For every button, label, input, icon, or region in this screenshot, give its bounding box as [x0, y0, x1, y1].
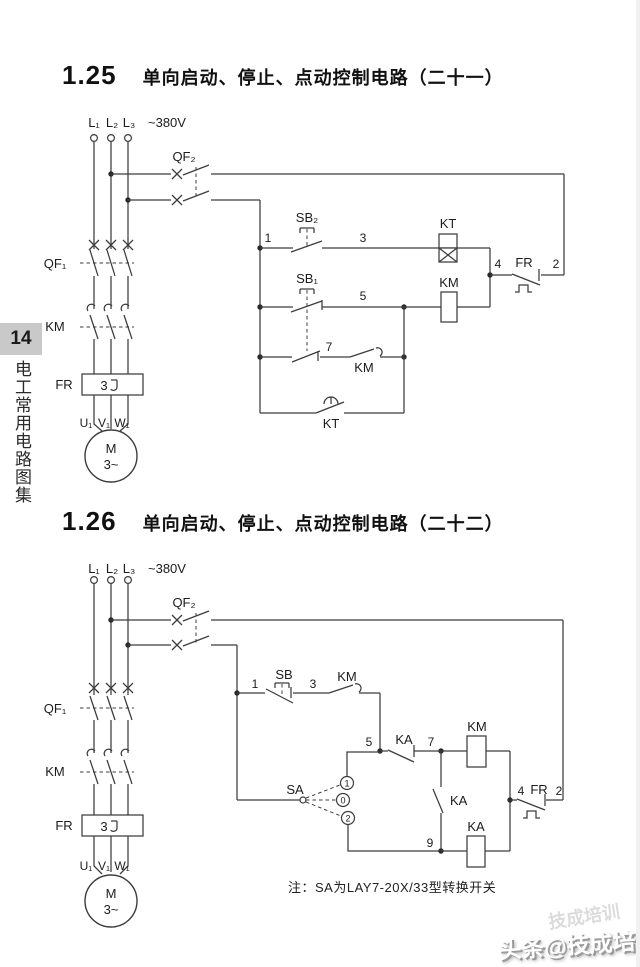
- label-qf1: QF₁: [44, 701, 67, 716]
- circuit-1-25-diagram: L₁ L₂ L₃ ~380V QF₂ QF₁ KM FR 3 U₁ V₁ W₁ …: [44, 115, 565, 483]
- label-fr-poles: 3: [100, 819, 107, 834]
- circuit-1-26-labels: L₁ L₂ L₃ ~380V QF₂ QF₁ KM FR 3 U₁ V₁ W₁ …: [44, 561, 563, 917]
- label-u1: U₁: [80, 416, 93, 430]
- footnote: 注：SA为LAY7-20X/33型转换开关: [288, 880, 497, 895]
- section-1-25-heading: 1.25 单向启动、停止、点动控制电路（二十一）: [62, 60, 504, 91]
- label-fr: FR: [55, 818, 72, 833]
- label-fr-contact: FR: [530, 782, 547, 797]
- sa-position-0: 0: [340, 796, 345, 806]
- label-qf1: QF₁: [44, 256, 67, 271]
- label-motor-m: M: [106, 886, 117, 901]
- sa-position-1: 1: [344, 779, 349, 789]
- qf1-main-breaker: [80, 249, 134, 277]
- wire-number-7: 7: [428, 735, 435, 749]
- label-qf2: QF₂: [172, 149, 195, 164]
- wire-number-5: 5: [366, 735, 373, 749]
- label-km-main: KM: [45, 764, 65, 779]
- wire-number-7: 7: [326, 340, 333, 354]
- wire-number-3: 3: [310, 677, 317, 691]
- qf1-main-breaker: [80, 695, 134, 721]
- label-km-coil: KM: [467, 719, 487, 734]
- label-sb1: SB₁: [296, 271, 318, 286]
- section-number: 1.26: [62, 506, 117, 536]
- wire-number-1: 1: [265, 231, 272, 245]
- section-title-text: 单向启动、停止、点动控制电路（二十一）: [142, 68, 504, 88]
- label-motor-type: 3~: [104, 457, 119, 472]
- label-w1: W₁: [114, 416, 129, 430]
- label-w1: W₁: [114, 859, 129, 873]
- section-1-26-heading: 1.26 单向启动、停止、点动控制电路（二十二）: [62, 506, 504, 537]
- power-supply-lines: [88, 134, 134, 432]
- qf2-control-breaker: [108, 610, 564, 800]
- page-number-tab: 14: [0, 323, 42, 355]
- circuit-1-26-diagram: L₁ L₂ L₃ ~380V QF₂ QF₁ KM FR 3 U₁ V₁ W₁ …: [44, 561, 564, 928]
- wire-number-3: 3: [360, 231, 367, 245]
- circuit-1-25-labels: L₁ L₂ L₃ ~380V QF₂ QF₁ KM FR 3 U₁ V₁ W₁ …: [44, 115, 560, 472]
- label-fr: FR: [55, 377, 72, 392]
- label-v1: V₁: [98, 416, 110, 430]
- wire-number-2: 2: [553, 257, 560, 271]
- fr-thermal-relay: [81, 373, 144, 396]
- label-v1: V₁: [98, 859, 110, 873]
- wire-number-5: 5: [360, 289, 367, 303]
- motor-symbol: [84, 874, 138, 928]
- label-fr-poles: 3: [100, 378, 107, 393]
- label-l1: L₁: [88, 115, 100, 130]
- km-main-contacts: [80, 748, 134, 785]
- label-motor-m: M: [106, 441, 117, 456]
- section-number: 1.25: [62, 60, 117, 90]
- label-l2: L₂: [106, 561, 118, 576]
- label-sa: SA: [286, 782, 304, 797]
- label-km-aux: KM: [354, 360, 374, 375]
- label-ka-no: KA: [450, 793, 468, 808]
- power-supply-lines: [88, 575, 134, 875]
- label-l3: L₃: [123, 115, 136, 130]
- label-ka-coil: KA: [467, 819, 485, 834]
- label-fr-contact: FR: [515, 255, 532, 270]
- book-title-vertical: 电工常用电路图集: [12, 360, 31, 504]
- label-kt-coil: KT: [440, 216, 457, 231]
- label-km-coil: KM: [439, 275, 459, 290]
- km-main-contacts: [80, 303, 134, 340]
- section-title-text: 单向启动、停止、点动控制电路（二十二）: [142, 514, 504, 534]
- label-voltage: ~380V: [148, 115, 186, 130]
- label-voltage: ~380V: [148, 561, 186, 576]
- label-km-main: KM: [45, 319, 65, 334]
- wire-number-2: 2: [556, 784, 563, 798]
- label-qf2: QF₂: [172, 595, 195, 610]
- label-kt-contact: KT: [323, 416, 340, 431]
- label-l1: L₁: [88, 561, 100, 576]
- label-ka-nc: KA: [395, 732, 413, 747]
- label-sb: SB: [275, 667, 292, 682]
- label-l3: L₃: [123, 561, 136, 576]
- sa-position-2: 2: [345, 814, 350, 824]
- qf2-control-breaker: [108, 164, 565, 413]
- wire-number-4: 4: [518, 784, 525, 798]
- label-motor-type: 3~: [104, 902, 119, 917]
- label-l2: L₂: [106, 115, 118, 130]
- control-circuit: [257, 227, 564, 414]
- motor-symbol: [84, 429, 138, 483]
- control-circuit: [234, 682, 563, 868]
- wire-number-9: 9: [427, 836, 434, 850]
- label-u1: U₁: [80, 859, 93, 873]
- fr-thermal-relay: [81, 814, 144, 837]
- wire-number-4: 4: [495, 257, 502, 271]
- page-edge: [636, 0, 640, 967]
- label-sb2: SB₂: [296, 210, 318, 225]
- label-km-no: KM: [337, 669, 357, 684]
- wire-number-1: 1: [252, 677, 259, 691]
